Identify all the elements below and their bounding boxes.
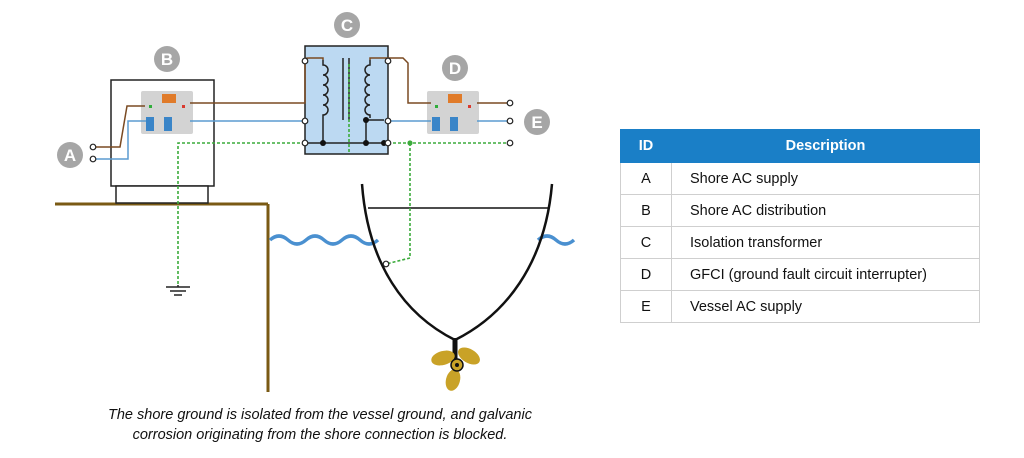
callout-a: A <box>57 142 83 168</box>
water-left <box>268 234 380 246</box>
svg-text:E: E <box>531 113 542 132</box>
legend-header-id: ID <box>620 129 672 163</box>
legend-id: B <box>620 194 672 227</box>
caption-line-1: The shore ground is isolated from the ve… <box>108 407 532 423</box>
callout-c: C <box>334 12 360 38</box>
table-row: A Shore AC supply <box>620 162 980 195</box>
svg-text:D: D <box>449 59 461 78</box>
legend-id: E <box>620 290 672 323</box>
table-row: C Isolation transformer <box>620 226 980 259</box>
legend-id: A <box>620 162 672 195</box>
table-row: B Shore AC distribution <box>620 194 980 227</box>
isolation-transformer <box>304 45 389 155</box>
legend-header-row: ID Description <box>620 129 980 163</box>
terminals <box>89 57 514 268</box>
neutral-wires <box>94 120 510 160</box>
legend-description: GFCI (ground fault circuit interrupter) <box>671 258 980 291</box>
breaker-module-b <box>141 91 193 134</box>
ground-junction <box>407 140 413 146</box>
gfci-module-d <box>427 91 479 134</box>
legend-header-description: Description <box>671 129 980 163</box>
legend-description: Shore AC distribution <box>671 194 980 227</box>
table-row: E Vessel AC supply <box>620 290 980 323</box>
callout-d: D <box>442 55 468 81</box>
diagram-caption: The shore ground is isolated from the ve… <box>40 405 600 445</box>
vessel-hull <box>360 183 554 365</box>
legend-id: D <box>620 258 672 291</box>
table-row: D GFCI (ground fault circuit interrupter… <box>620 258 980 291</box>
water-right <box>536 234 576 246</box>
svg-text:B: B <box>161 50 173 69</box>
propeller <box>431 347 480 391</box>
legend-table: ID Description A Shore AC supply B Shore… <box>620 129 980 323</box>
dock <box>55 202 270 392</box>
svg-text:C: C <box>341 16 353 35</box>
legend-description: Shore AC supply <box>671 162 980 195</box>
callout-e: E <box>524 109 550 135</box>
earth-ground-icon <box>166 285 190 296</box>
legend-description: Isolation transformer <box>671 226 980 259</box>
svg-text:A: A <box>64 146 76 165</box>
caption-line-2: corrosion originating from the shore con… <box>132 427 508 443</box>
callout-b: B <box>154 46 180 72</box>
legend-description: Vessel AC supply <box>671 290 980 323</box>
legend-id: C <box>620 226 672 259</box>
